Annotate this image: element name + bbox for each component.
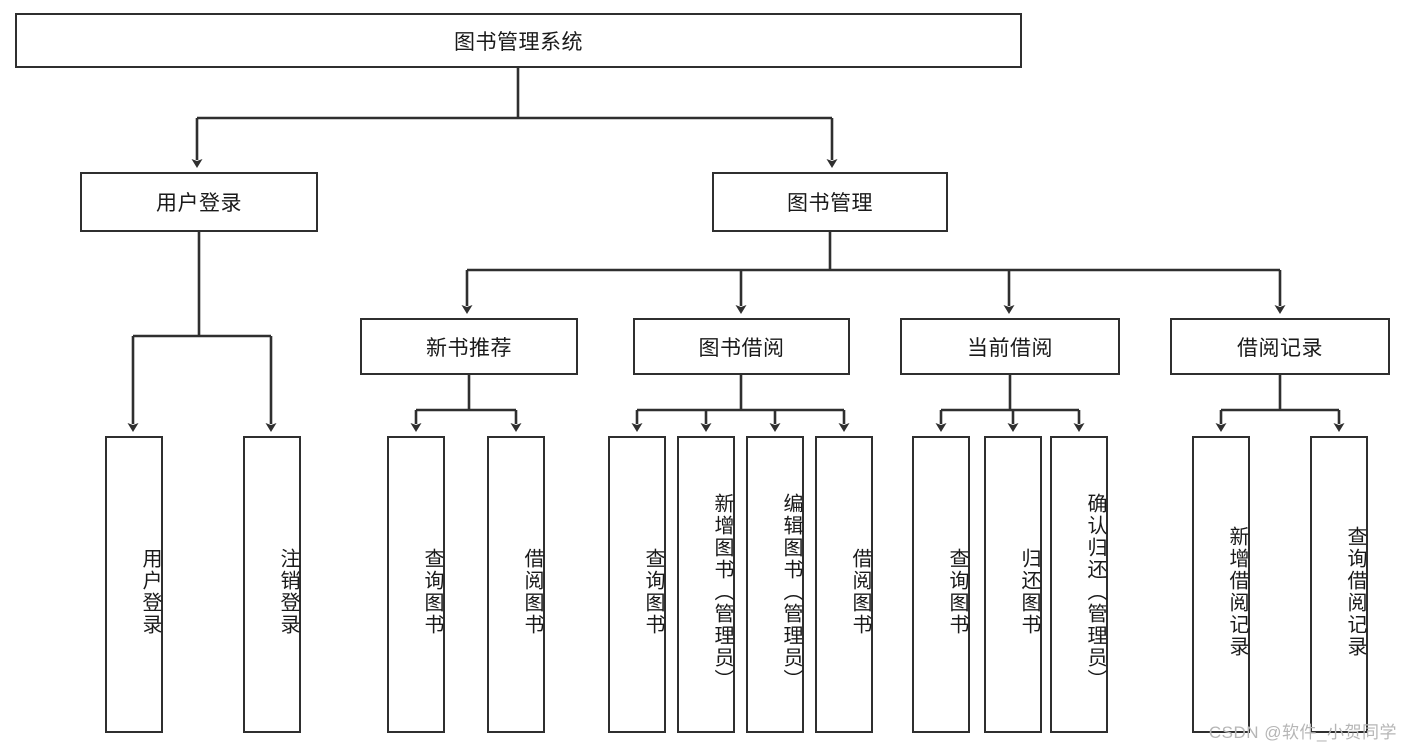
- leaf-add-record-label: 新增借阅记录: [1226, 525, 1248, 658]
- leaf-query-book-1-label: 查询图书: [421, 547, 443, 636]
- leaf-borrow-book-2-label: 借阅图书: [849, 547, 871, 636]
- watermark-text: CSDN @软件_小贺同学: [1208, 723, 1397, 742]
- leaf-query-book-2-label: 查询图书: [642, 547, 664, 636]
- node-book-management[interactable]: 图书管理: [712, 172, 948, 232]
- leaf-user-login-label: 用户登录: [139, 547, 161, 636]
- leaf-query-record-label: 查询借阅记录: [1344, 525, 1366, 658]
- node-user-login-label: 用户登录: [156, 192, 242, 215]
- node-user-login[interactable]: 用户登录: [80, 172, 318, 232]
- leaf-add-record[interactable]: 新增借阅记录: [1192, 436, 1250, 733]
- leaf-add-book[interactable]: 新增图书（管理员）: [677, 436, 735, 733]
- leaf-query-book-2[interactable]: 查询图书: [608, 436, 666, 733]
- leaf-return-book[interactable]: 归还图书: [984, 436, 1042, 733]
- leaf-confirm-return[interactable]: 确认归还（管理员）: [1050, 436, 1108, 733]
- leaf-query-book-1[interactable]: 查询图书: [387, 436, 445, 733]
- leaf-query-book-3-label: 查询图书: [946, 547, 968, 636]
- leaf-edit-book-label: 编辑图书（管理员）: [780, 492, 802, 691]
- leaf-user-login[interactable]: 用户登录: [105, 436, 163, 733]
- node-root[interactable]: 图书管理系统: [15, 13, 1022, 68]
- leaf-return-book-label: 归还图书: [1018, 547, 1040, 636]
- leaf-add-book-label: 新增图书（管理员）: [711, 492, 733, 691]
- leaf-confirm-return-label: 确认归还（管理员）: [1084, 492, 1106, 691]
- node-borrow-record-label: 借阅记录: [1237, 336, 1323, 360]
- leaf-borrow-book-1[interactable]: 借阅图书: [487, 436, 545, 733]
- leaf-logout-login-label: 注销登录: [277, 547, 299, 636]
- node-book-management-label: 图书管理: [787, 192, 873, 215]
- node-current-borrow-label: 当前借阅: [967, 336, 1053, 360]
- leaf-query-record[interactable]: 查询借阅记录: [1310, 436, 1368, 733]
- leaf-borrow-book-2[interactable]: 借阅图书: [815, 436, 873, 733]
- node-current-borrow[interactable]: 当前借阅: [900, 318, 1120, 375]
- node-book-borrow-label: 图书借阅: [698, 336, 785, 360]
- leaf-borrow-book-1-label: 借阅图书: [521, 547, 543, 636]
- node-new-book-recommend[interactable]: 新书推荐: [360, 318, 578, 375]
- leaf-edit-book[interactable]: 编辑图书（管理员）: [746, 436, 804, 733]
- node-root-label: 图书管理系统: [454, 30, 583, 54]
- node-book-borrow[interactable]: 图书借阅: [633, 318, 850, 375]
- node-new-book-recommend-label: 新书推荐: [426, 336, 512, 360]
- node-borrow-record[interactable]: 借阅记录: [1170, 318, 1390, 375]
- leaf-query-book-3[interactable]: 查询图书: [912, 436, 970, 733]
- leaf-logout-login[interactable]: 注销登录: [243, 436, 301, 733]
